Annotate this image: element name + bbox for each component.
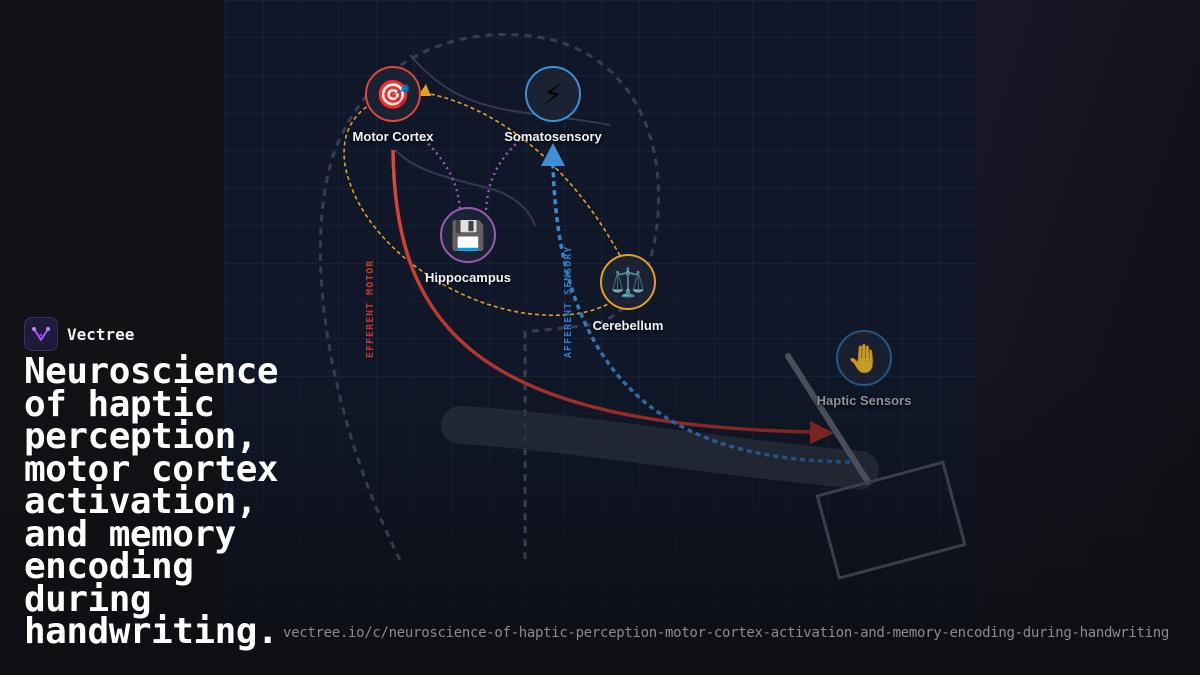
efferent-arrowhead xyxy=(810,421,834,444)
floppy-disk-icon: 💾 xyxy=(450,218,486,252)
haptic-sensors-node: 🤚 xyxy=(836,330,892,386)
memory-link-motor xyxy=(419,134,462,211)
efferent-pathway xyxy=(391,149,813,434)
somatosensory-node: ⚡ xyxy=(525,66,581,122)
brand: Vectree xyxy=(24,317,134,351)
haptic-sensors-label: Haptic Sensors xyxy=(816,393,912,408)
motor-cortex-label: Motor Cortex xyxy=(352,129,434,144)
afferent-arrowhead xyxy=(541,143,565,166)
cerebellar-arrowhead xyxy=(418,84,431,96)
source-url[interactable]: vectree.io/c/neuroscience-of-haptic-perc… xyxy=(283,625,1170,641)
motor-cortex-node: 🎯 xyxy=(365,66,421,122)
afferent-sensory-label: AFFERENT SENSORY xyxy=(563,245,574,358)
cerebellum-label: Cerebellum xyxy=(592,318,664,333)
efferent-motor-label: EFFERENT MOTOR xyxy=(365,259,376,358)
balance-scale-icon: ⚖️ xyxy=(610,265,646,299)
afferent-pathway xyxy=(551,164,851,464)
cerebellar-loop xyxy=(343,92,629,317)
target-icon: 🎯 xyxy=(375,77,411,111)
hippocampus-label: Hippocampus xyxy=(425,270,511,285)
cerebellum-node: ⚖️ xyxy=(600,254,656,310)
hippocampus-node: 💾 xyxy=(440,207,496,263)
vectree-logo-icon xyxy=(24,317,58,351)
brand-name: Vectree xyxy=(67,324,135,344)
page-title: Neuroscience of haptic perception, motor… xyxy=(24,351,279,652)
somatosensory-label: Somatosensory xyxy=(504,129,602,144)
raised-hand-icon: 🤚 xyxy=(846,341,882,375)
lightning-icon: ⚡ xyxy=(543,77,563,111)
